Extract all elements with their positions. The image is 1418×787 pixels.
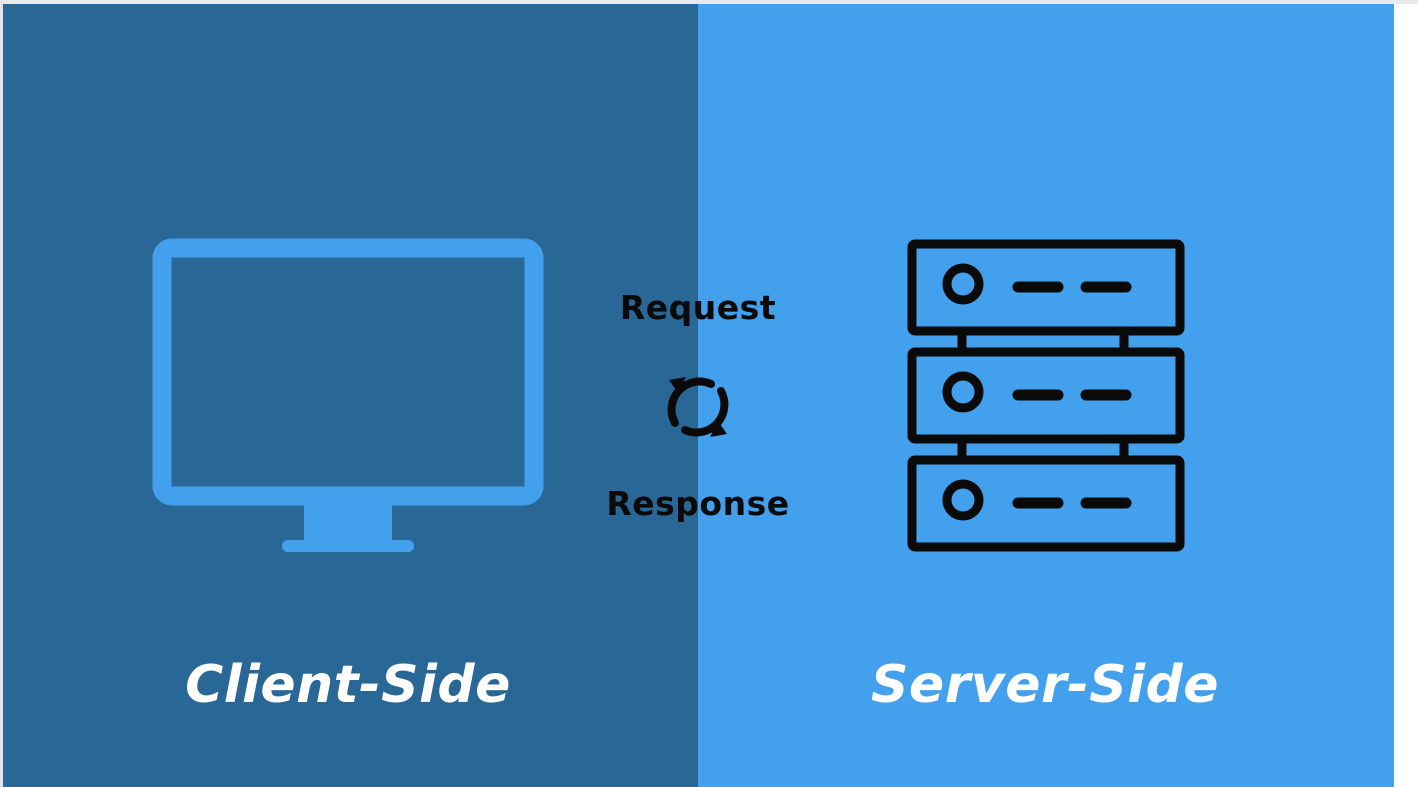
monitor-icon — [152, 238, 544, 554]
right-margin — [1394, 4, 1418, 787]
client-side-panel — [3, 4, 698, 787]
request-label: Request — [619, 288, 777, 327]
server-side-title: Server-Side — [870, 655, 1220, 715]
left-edge — [0, 0, 3, 787]
top-edge — [0, 0, 1418, 4]
server-rack-icon — [906, 238, 1186, 554]
client-side-title: Client-Side — [185, 655, 511, 715]
response-label: Response — [606, 484, 790, 523]
sync-arrows-icon — [656, 365, 740, 449]
